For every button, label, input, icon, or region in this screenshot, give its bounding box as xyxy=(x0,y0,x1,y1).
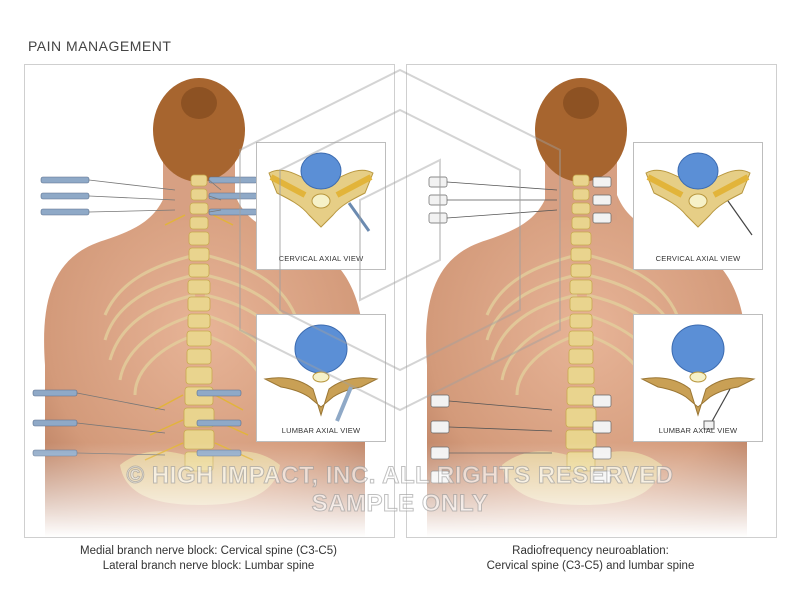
cervical-vertebra-illustration xyxy=(268,152,374,232)
watermark-sample: SAMPLE ONLY xyxy=(311,490,489,518)
lumbar-axial-inset-left: LUMBAR AXIAL VIEW xyxy=(256,314,386,442)
cervical-axial-inset-left: CERVICAL AXIAL VIEW xyxy=(256,142,386,270)
left-caption-line2: Lateral branch nerve block: Lumbar spine xyxy=(102,560,315,572)
back-anatomy-illustration-left xyxy=(25,65,394,537)
inset-caption: CERVICAL AXIAL VIEW xyxy=(278,254,364,263)
watermark-copyright: © HIGH IMPACT, INC. ALL RIGHTS RESERVED xyxy=(126,462,674,490)
cervical-axial-inset-right: CERVICAL AXIAL VIEW xyxy=(633,142,763,270)
page-title: PAIN MANAGEMENT xyxy=(28,38,172,54)
left-illustration-panel: CERVICAL AXIAL VIEW LUMBAR AXIAL VIEW xyxy=(24,64,395,538)
inset-caption: LUMBAR AXIAL VIEW xyxy=(281,426,361,435)
inset-caption: CERVICAL AXIAL VIEW xyxy=(655,254,741,263)
lumbar-vertebra-illustration xyxy=(640,324,756,430)
left-caption-line1: Medial branch nerve block: Cervical spin… xyxy=(80,545,337,557)
right-illustration-panel: CERVICAL AXIAL VIEW LUMBAR AXIAL VIEW xyxy=(406,64,777,538)
inset-caption: LUMBAR AXIAL VIEW xyxy=(658,426,738,435)
right-caption-line2: Cervical spine (C3-C5) and lumbar spine xyxy=(486,560,695,572)
cervical-vertebra-illustration xyxy=(645,152,753,236)
right-caption-line1: Radiofrequency neuroablation: xyxy=(512,545,669,557)
left-caption: Medial branch nerve block: Cervical spin… xyxy=(24,544,393,574)
right-caption: Radiofrequency neuroablation: Cervical s… xyxy=(406,544,775,574)
lumbar-vertebra-illustration xyxy=(263,324,379,422)
back-anatomy-illustration-right xyxy=(407,65,776,537)
lumbar-axial-inset-right: LUMBAR AXIAL VIEW xyxy=(633,314,763,442)
